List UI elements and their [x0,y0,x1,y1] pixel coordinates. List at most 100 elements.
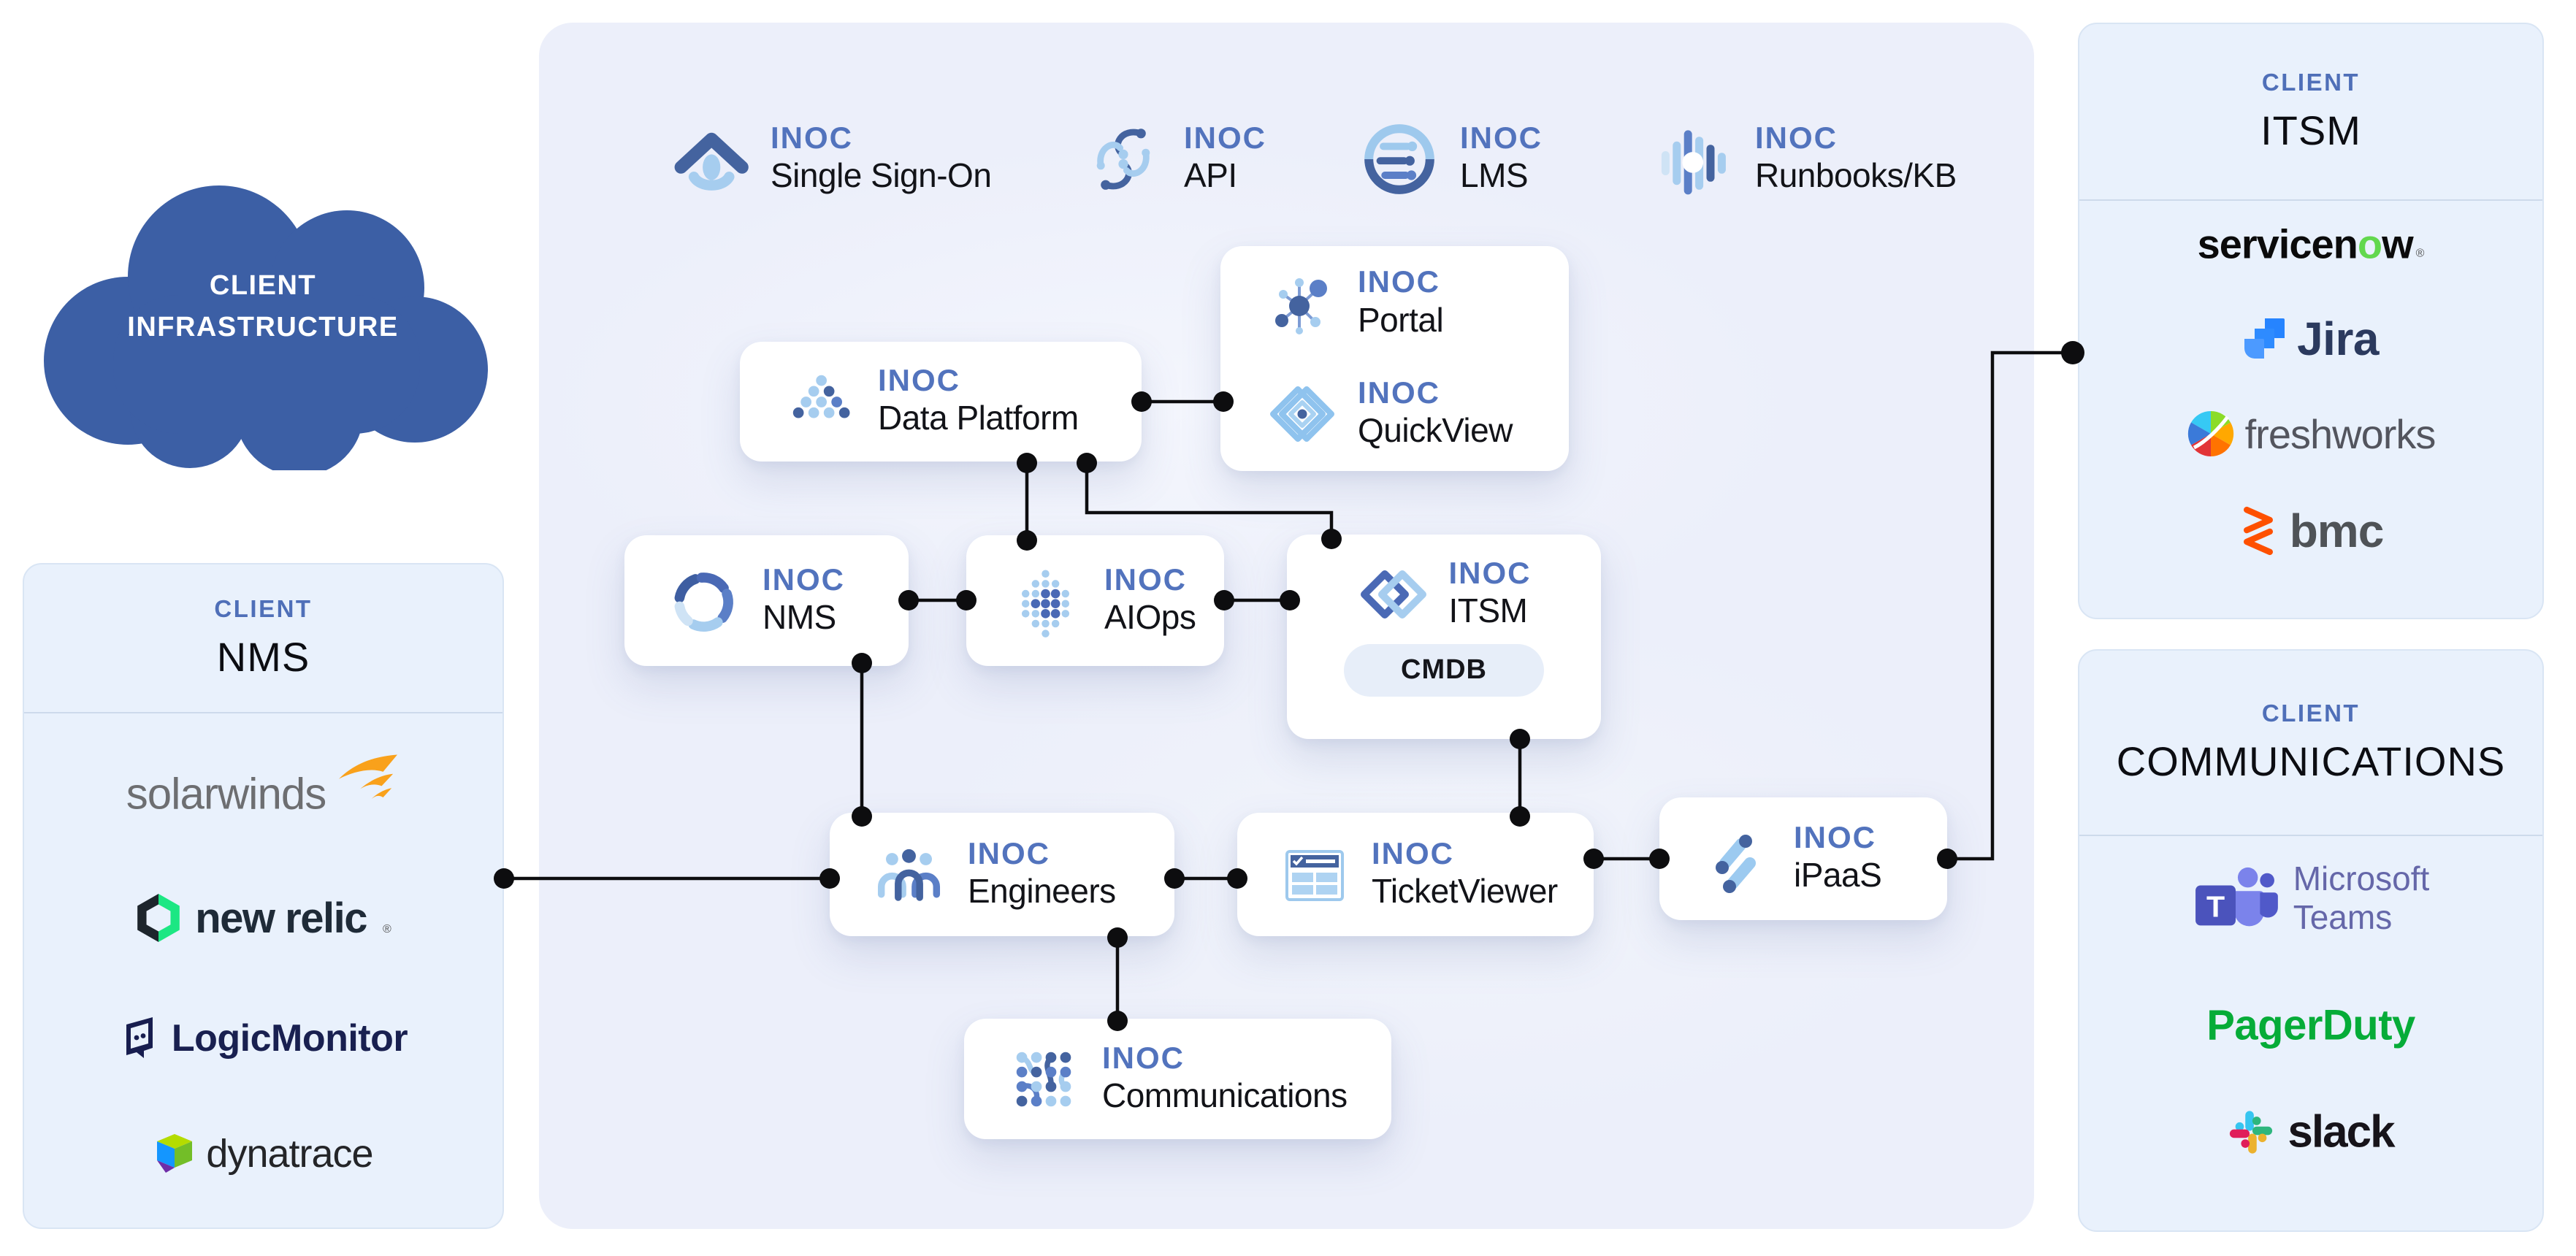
node-itsm: INOC ITSM CMDB [1287,535,1601,739]
service-runbooks-kb: INOC Runbooks/KB [1654,119,1957,199]
logo-servicenow: servicenow ® [2079,221,2542,268]
single-sign-on-icon [674,132,749,191]
quickview-row: INOC QuickView [1266,375,1513,452]
service-name: LMS [1460,156,1529,195]
node-nms: INOC NMS [624,535,909,666]
lms-icon [1364,124,1434,194]
cloud-icon [44,185,488,470]
node-name: ITSM [1448,591,1528,630]
panel-divider [2079,199,2542,201]
newrelic-wordmark: new relic [195,894,367,942]
itsm-icon [1360,570,1426,619]
node-name: AIOps [1104,597,1196,636]
client-kicker: CLIENT [2261,68,2361,96]
client-nms-header: CLIENT NMS [24,564,502,711]
servicenow-reg-mark: ® [2415,247,2425,260]
service-brand: INOC [1184,120,1266,156]
client-itsm-panel: CLIENT ITSM servicenow ® Jira [2078,23,2544,619]
solarwinds-flame-icon [339,754,398,799]
client-infrastructure-cloud: CLIENT INFRASTRUCTURE [33,156,493,470]
dynatrace-wordmark: dynatrace [206,1132,373,1176]
node-data-platform: INOC Data Platform [740,342,1142,462]
bmc-wordmark: bmc [2289,505,2385,557]
slack-wordmark: slack [2288,1106,2395,1157]
slack-icon [2230,1110,2273,1154]
logicmonitor-icon [126,1017,153,1058]
servicenow-pre: servicen [2197,221,2358,267]
freshworks-wordmark: freshworks [2244,410,2437,457]
cloud-label-line1: CLIENT [209,270,317,301]
node-name: QuickView [1358,411,1513,450]
node-name: Portal [1358,300,1444,339]
portal-row: INOC Portal [1266,264,1444,341]
logo-microsoft-teams: T Microsoft Teams [2079,859,2542,937]
newrelic-reg-mark: ® [382,923,391,935]
node-engineers: INOC Engineers [830,813,1174,936]
node-brand: INOC [1358,375,1440,410]
runbooks-kb-icon [1661,130,1726,195]
cloud-label-line2: INFRASTRUCTURE [127,312,399,342]
node-brand: INOC [1794,820,1876,855]
node-name: TicketViewer [1372,871,1558,910]
node-brand: INOC [1448,556,1532,590]
logo-jira: Jira [2079,312,2542,366]
portal-icon [1275,278,1327,335]
client-title: NMS [216,633,310,680]
client-nms-panel: CLIENT NMS solarwinds new relic ® [23,563,504,1229]
ipaas-icon [1716,835,1756,893]
client-communications-header: CLIENT COMMUNICATIONS [2079,651,2542,833]
node-aiops: INOC AIOps [966,535,1224,666]
teams-line2: Teams [2293,898,2393,936]
node-ticketviewer: INOC TicketViewer [1237,813,1594,936]
logo-newrelic: new relic ® [24,892,502,943]
inoc-platform-panel [539,23,2034,1229]
quickview-icon [1270,386,1334,442]
client-title: COMMUNICATIONS [2116,738,2506,784]
engineers-icon [877,849,941,901]
node-name: Data Platform [878,399,1079,437]
logo-slack: slack [2079,1106,2542,1158]
cmdb-badge: CMDB [1344,643,1544,697]
teams-t-letter: T [2206,890,2225,924]
communications-icon [1016,1052,1071,1107]
client-communications-panel: CLIENT COMMUNICATIONS T Microsoft Teams … [2078,649,2544,1232]
client-kicker: CLIENT [214,594,313,622]
logo-bmc: bmc [2079,504,2542,558]
cloud-label: CLIENT INFRASTRUCTURE [33,156,493,470]
service-brand: INOC [1460,120,1543,156]
node-brand: INOC [1372,835,1454,870]
bmc-icon [2243,506,2273,556]
panel-divider [2079,835,2542,836]
jira-wordmark: Jira [2297,313,2379,365]
freshworks-icon [2187,410,2233,457]
node-communications: INOC Communications [964,1019,1391,1139]
servicenow-green-o: o [2357,221,2382,267]
api-icon [1096,129,1150,190]
teams-icon: T [2195,867,2278,927]
data-platform-icon [792,375,850,418]
service-name: Single Sign-On [771,156,992,195]
node-brand: INOC [1104,562,1187,597]
servicenow-post: w [2382,221,2414,267]
panel-divider [24,712,502,713]
solarwinds-wordmark: solarwinds [126,769,326,819]
node-brand: INOC [1358,264,1440,299]
logo-logicmonitor: LogicMonitor [24,1016,502,1061]
itsm-row: INOC ITSM [1357,556,1532,632]
aiops-icon [1021,570,1070,637]
client-title: ITSM [2260,107,2361,153]
pagerduty-wordmark: PagerDuty [2206,1001,2415,1049]
logicmonitor-wordmark: LogicMonitor [171,1017,408,1060]
logo-pagerduty: PagerDuty [2079,1001,2542,1050]
client-itsm-header: CLIENT ITSM [2079,24,2542,198]
node-brand: INOC [763,562,845,597]
service-api: INOC API [1083,119,1266,199]
node-name: NMS [763,597,836,636]
dynatrace-icon [157,1134,193,1173]
service-brand: INOC [1755,120,1838,156]
newrelic-icon [137,894,180,942]
service-single-sign-on: INOC Single Sign-On [670,119,992,199]
node-name: Communications [1102,1076,1348,1114]
servicenow-wordmark: servicenow [2197,221,2414,268]
teams-wordmark: Microsoft Teams [2293,859,2430,937]
